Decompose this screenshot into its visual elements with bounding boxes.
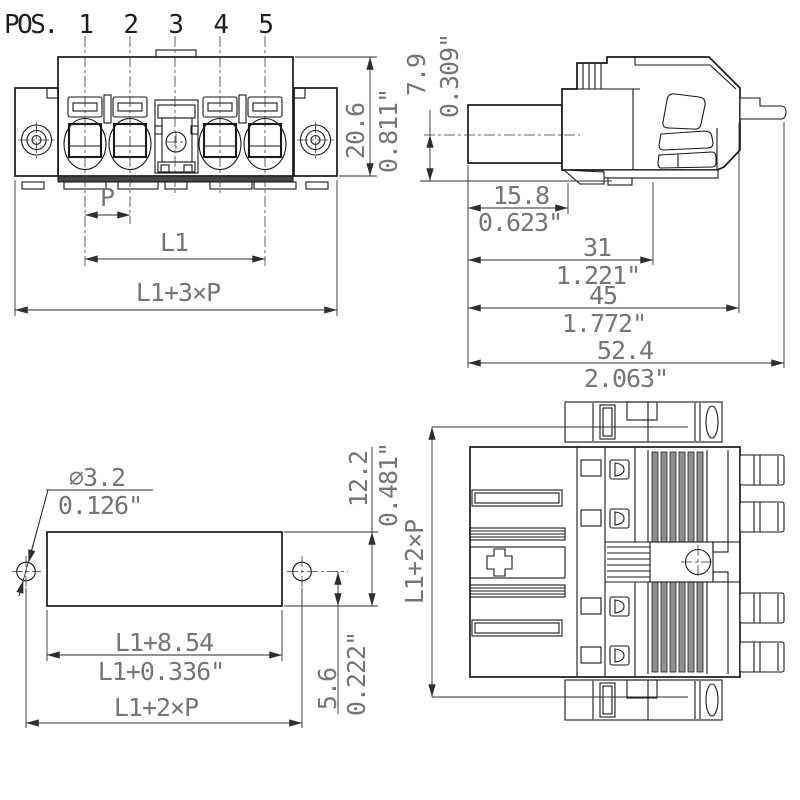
dim-cutout-height-in: 0.481" — [374, 443, 403, 527]
dim-pitch: P — [85, 183, 130, 219]
panel-cutout — [46, 531, 283, 607]
dim-side-front-length-mm: 15.8 — [493, 181, 549, 210]
dim-l1: L1 — [85, 228, 265, 263]
dim-hole-offset-mm: 5.6 — [313, 668, 342, 710]
side-wire-stub — [739, 97, 787, 120]
dim-hole-diameter-mm: ∅3.2 — [69, 463, 125, 492]
dim-top-span: L1+2×P — [400, 426, 688, 698]
top-latch-block-lower — [564, 679, 723, 721]
dim-top-span-label: L1+2×P — [400, 520, 429, 604]
pos-number-3: 3 — [168, 10, 182, 40]
dim-side-body-length-mm: 45 — [589, 281, 617, 310]
mounting-hole-left — [12, 556, 41, 588]
dim-cutout-width-in: L1+0.336" — [98, 657, 224, 686]
side-plug-barrel — [467, 104, 563, 164]
dim-side-mid-length-mm: 31 — [583, 233, 611, 262]
side-housing — [561, 56, 741, 171]
dim-cutout-width-mm: L1+8.54 — [115, 628, 213, 657]
dim-hole-offset: 5.6 0.222" — [313, 572, 371, 716]
side-latch-lever — [657, 93, 717, 169]
dim-side-mid-length: 31 1.221" — [468, 182, 654, 290]
dim-cutout-height-mm: 12.2 — [344, 451, 373, 507]
dim-cutout-width: L1+8.54 L1+0.336" — [46, 610, 283, 686]
dim-hole-span: L1+2×P — [25, 588, 303, 728]
top-view: L1+2×P — [400, 401, 785, 721]
pos-number-5: 5 — [258, 10, 272, 40]
top-wire-stub-3 — [739, 592, 785, 624]
drill-view: ∅3.2 0.126" 12.2 0.481" 5.6 0.222" L1+8.… — [12, 443, 403, 728]
top-clamp-window-4 — [609, 645, 630, 666]
dim-side-front-length: 15.8 0.623" — [468, 181, 569, 237]
top-latch-block-upper — [564, 401, 723, 443]
top-wire-stub-2 — [739, 501, 785, 533]
dim-overall-width: L1+3×P — [14, 180, 338, 316]
dim-hole-offset-in: 0.222" — [342, 632, 371, 716]
dim-hole-diameter-in: 0.126" — [58, 491, 142, 520]
dim-side-front-height-in: 0.309" — [435, 34, 464, 118]
front-center-fixing-element — [154, 99, 199, 174]
dim-side-total-length: 52.4 2.063" — [468, 122, 785, 393]
top-clamp-window-1 — [609, 459, 630, 480]
top-rear-block — [469, 489, 566, 637]
top-wire-stub-4 — [739, 641, 785, 673]
mounting-hole-right — [287, 556, 348, 588]
pos-label: POS. — [4, 10, 57, 40]
front-right-mounting-screw — [297, 122, 334, 158]
dim-hole-diameter: ∅3.2 0.126" — [16, 463, 153, 597]
dim-side-front-height-mm: 7.9 — [402, 54, 431, 96]
dim-front-height-mm: 20.6 — [341, 103, 370, 159]
dim-side-front-height: 7.9 0.309" — [402, 34, 612, 182]
top-coding-key — [486, 548, 513, 577]
dim-l1-label: L1 — [160, 228, 188, 257]
dim-side-body-length-in: 1.772" — [562, 309, 646, 338]
pos-number-4: 4 — [213, 10, 228, 40]
front-view: POS. 1 2 3 4 5 20.6 0.811" P L1 L1+ — [4, 10, 403, 316]
dim-side-mid-length-in: 1.221" — [556, 261, 640, 290]
top-center-screw-band — [605, 541, 740, 583]
dim-side-body-length: 45 1.772" — [468, 123, 740, 338]
dim-front-height-in: 0.811" — [374, 89, 403, 173]
front-left-mounting-screw — [18, 122, 55, 158]
pos-number-2: 2 — [123, 10, 137, 40]
pos-number-1: 1 — [78, 10, 92, 40]
side-foot — [602, 169, 719, 179]
front-center-top-tab — [155, 49, 197, 58]
dim-cutout-height: 12.2 0.481" — [284, 443, 403, 607]
dim-side-total-length-mm: 52.4 — [597, 336, 653, 365]
top-clamp-window-3 — [609, 596, 630, 617]
dim-side-total-length-in: 2.063" — [584, 364, 668, 393]
dim-pitch-label: P — [100, 183, 114, 212]
dim-overall-label: L1+3×P — [136, 278, 220, 307]
dim-front-height: 20.6 0.811" — [295, 56, 403, 177]
top-wire-stub-1 — [739, 454, 785, 486]
top-clamp-window-2 — [609, 508, 630, 529]
front-base-strip — [57, 175, 294, 183]
dim-side-front-length-in: 0.623" — [478, 208, 562, 237]
dim-hole-span-label: L1+2×P — [114, 693, 198, 722]
side-view: 7.9 0.309" 15.8 0.623" 31 1.221" 45 1.77… — [402, 34, 787, 393]
